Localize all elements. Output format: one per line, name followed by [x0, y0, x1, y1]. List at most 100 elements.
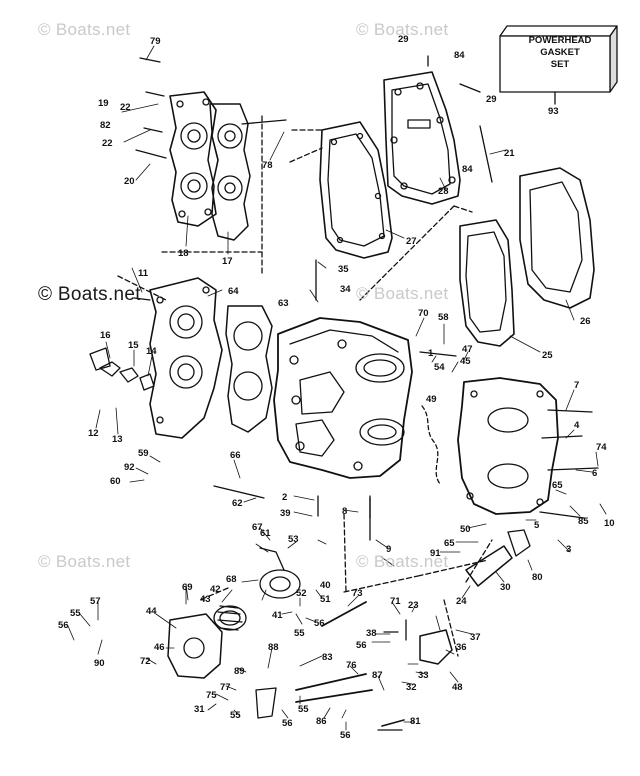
callout-45: 45 — [460, 356, 471, 367]
callout-42: 42 — [210, 584, 221, 595]
callout-55c: 55 — [230, 710, 241, 721]
callout-56b: 56 — [58, 620, 69, 631]
gasket-set-box: POWERHEAD GASKET SET — [505, 26, 615, 94]
watermark-top-right: © Boats.net — [356, 20, 449, 39]
gasket-set-part-number: 93 — [548, 106, 559, 117]
callout-57: 57 — [90, 596, 101, 607]
callout-85: 85 — [578, 516, 589, 527]
cylinder-head-cover — [169, 91, 219, 227]
watermark-bottom-right: © Boats.net — [356, 552, 449, 571]
callout-77: 77 — [220, 682, 231, 693]
callout-31: 31 — [194, 704, 205, 715]
callout-82: 82 — [100, 120, 111, 131]
assembly-guides — [117, 115, 493, 657]
exhaust-cover-gasket — [319, 121, 393, 259]
callout-70: 70 — [418, 308, 429, 319]
callout-89: 89 — [234, 666, 245, 677]
callout-55b: 55 — [70, 608, 81, 619]
callout-8: 8 — [342, 506, 347, 517]
callout-71: 71 — [390, 596, 401, 607]
callout-72: 72 — [140, 656, 151, 667]
callout-1: 1 — [428, 348, 434, 359]
callout-54: 54 — [434, 362, 445, 373]
callout-23: 23 — [408, 600, 419, 611]
gasket-set-box-outline — [499, 25, 618, 105]
callout-13: 13 — [112, 434, 123, 445]
callout-4: 4 — [574, 420, 580, 431]
callout-10: 10 — [604, 518, 615, 529]
callout-87: 87 — [372, 670, 383, 681]
callout-14: 14 — [146, 346, 157, 357]
leader-lines — [67, 45, 607, 731]
callout-52: 52 — [296, 588, 307, 599]
callout-88: 88 — [268, 642, 279, 653]
callout-74: 74 — [596, 442, 607, 453]
crankcase-cover — [457, 377, 559, 515]
callout-34: 34 — [340, 284, 351, 295]
cam-and-spring — [213, 605, 247, 631]
callout-26: 26 — [580, 316, 591, 327]
callout-84: 84 — [454, 50, 465, 61]
callout-3: 3 — [566, 544, 571, 555]
callout-81: 81 — [410, 716, 421, 727]
callout-56e: 56 — [340, 730, 351, 741]
cylinder-head-gasket — [207, 103, 251, 241]
water-jacket-cover — [149, 277, 223, 439]
callout-68: 68 — [226, 574, 237, 585]
callout-73: 73 — [352, 588, 363, 599]
callout-22: 22 — [120, 102, 131, 113]
fasteners — [89, 55, 599, 731]
callout-69: 69 — [182, 582, 193, 593]
callout-43: 43 — [200, 594, 211, 605]
callout-25: 25 — [542, 350, 553, 361]
callout-76: 76 — [346, 660, 357, 671]
watermark-bottom-left: © Boats.net — [38, 552, 131, 571]
gasket-set-line-2: GASKET — [540, 47, 580, 58]
callout-47: 47 — [462, 344, 473, 355]
callout-18: 18 — [178, 248, 189, 259]
callout-12: 12 — [88, 428, 99, 439]
callout-91: 91 — [430, 548, 441, 559]
callout-50: 50 — [460, 524, 471, 535]
callout-79: 79 — [150, 36, 161, 47]
callout-28: 28 — [438, 186, 449, 197]
callout-16: 16 — [100, 330, 111, 341]
watermark-mid-right: © Boats.net — [356, 284, 449, 303]
callout-24: 24 — [456, 596, 467, 607]
callout-62: 62 — [232, 498, 243, 509]
exhaust-cover-outer — [383, 71, 461, 205]
callout-60: 60 — [110, 476, 121, 487]
callout-59: 59 — [138, 448, 149, 459]
callout-51: 51 — [320, 594, 331, 605]
intake-manifold — [519, 167, 595, 309]
callout-86: 86 — [316, 716, 327, 727]
callout-7: 7 — [574, 380, 579, 391]
callout-15: 15 — [128, 340, 139, 351]
callout-5: 5 — [534, 520, 540, 531]
gasket-set-line-1: POWERHEAD — [528, 35, 592, 46]
callout-80: 80 — [532, 572, 543, 583]
callout-55: 55 — [294, 628, 305, 639]
callout-11: 11 — [138, 268, 149, 279]
recoil-starter-housing — [167, 613, 223, 679]
callout-17: 17 — [222, 256, 233, 267]
callout-53: 53 — [288, 534, 299, 545]
callout-56: 56 — [314, 618, 325, 629]
callout-78: 78 — [262, 160, 273, 171]
callout-48: 48 — [452, 682, 463, 693]
callout-44: 44 — [146, 606, 157, 617]
callout-41: 41 — [272, 610, 283, 621]
throttle-cam — [259, 547, 301, 599]
callout-35: 35 — [338, 264, 349, 275]
gasket-set-label: POWERHEAD GASKET SET — [511, 35, 609, 71]
callout-32: 32 — [406, 682, 417, 693]
callout-6: 6 — [592, 468, 597, 479]
callout-37: 37 — [470, 632, 481, 643]
water-jacket-gasket — [225, 305, 273, 433]
control-arms — [255, 529, 531, 719]
callout-65: 65 — [552, 480, 563, 491]
callout-66: 66 — [230, 450, 241, 461]
callout-90: 90 — [94, 658, 105, 669]
